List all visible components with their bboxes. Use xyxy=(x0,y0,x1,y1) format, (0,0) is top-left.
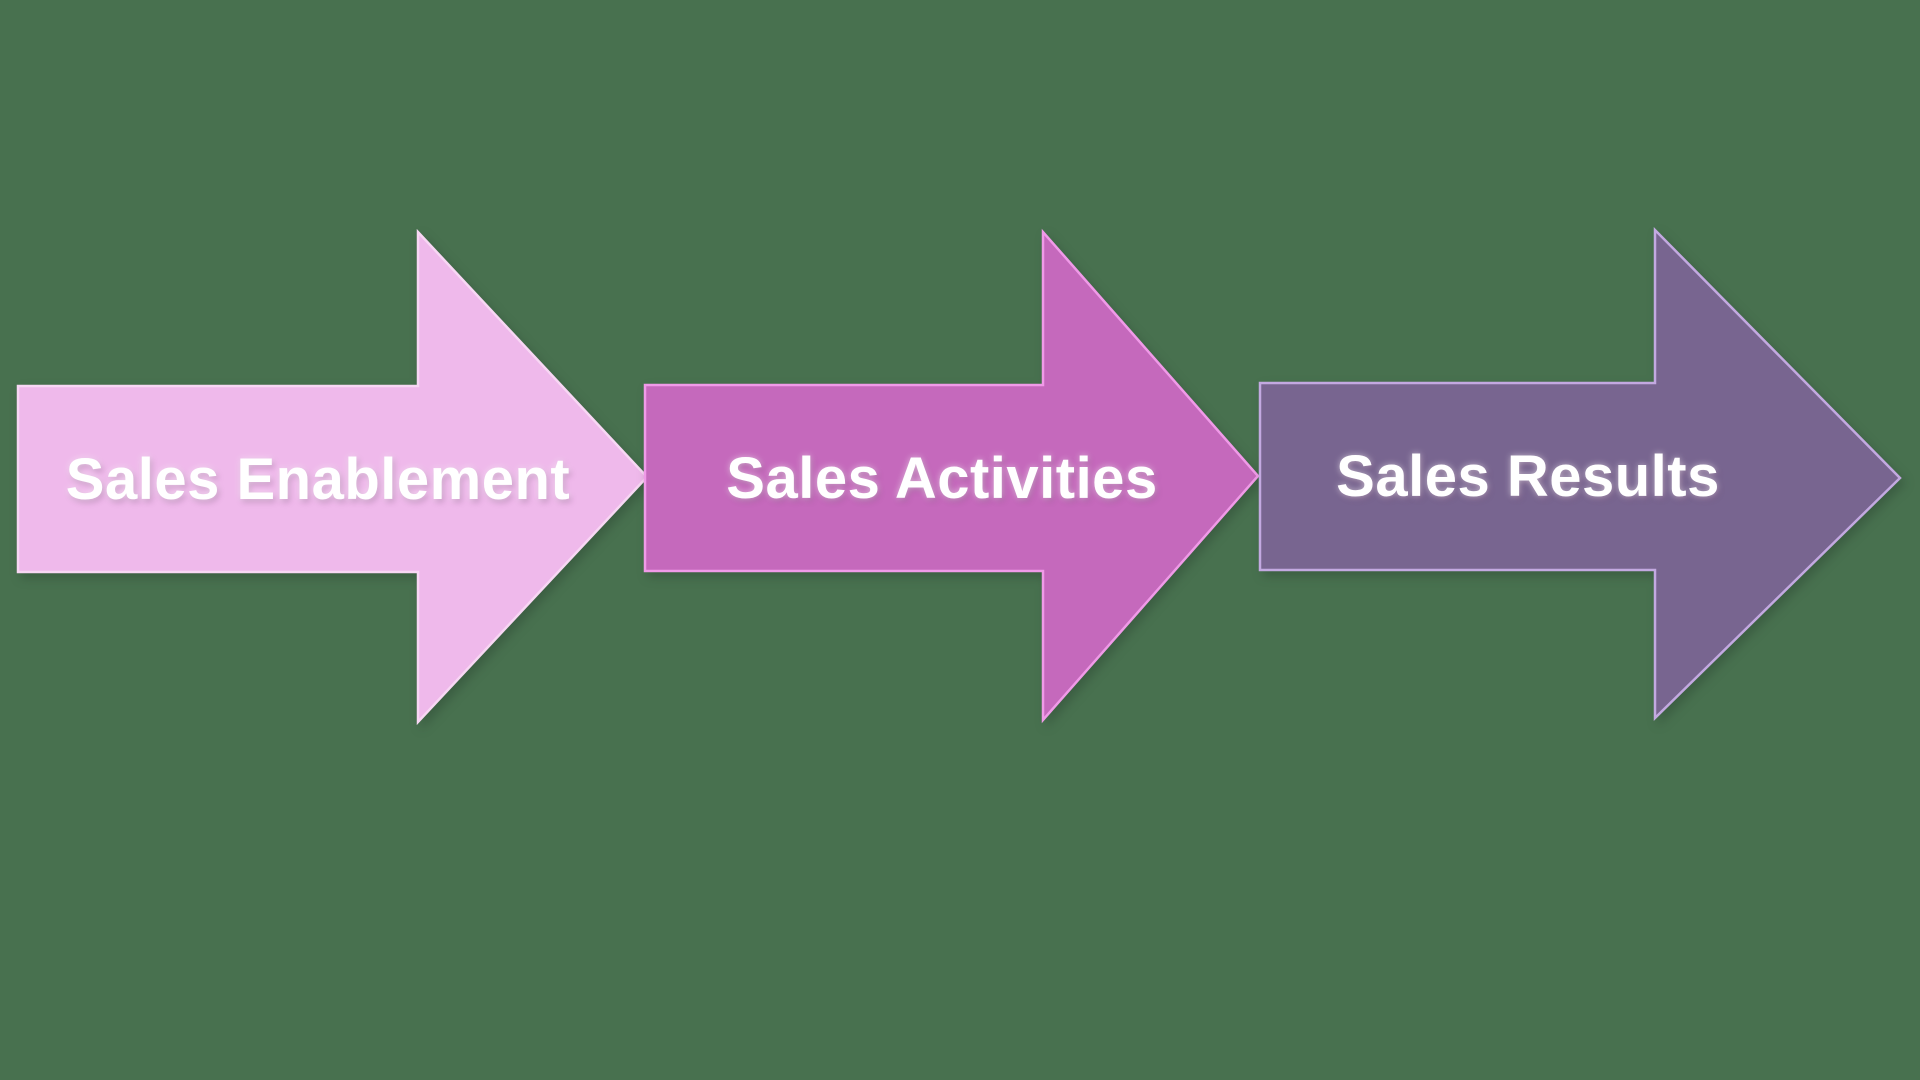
arrow-shape-sales-results xyxy=(1258,226,1902,721)
arrow-label-sales-results: Sales Results xyxy=(1336,444,1720,509)
arrow-label-sales-activities: Sales Activities xyxy=(726,445,1158,511)
arrow-shape-sales-activities xyxy=(643,228,1260,724)
arrow-shape-sales-enablement xyxy=(16,228,649,726)
arrow-label-sales-enablement: Sales Enablement xyxy=(65,446,571,512)
